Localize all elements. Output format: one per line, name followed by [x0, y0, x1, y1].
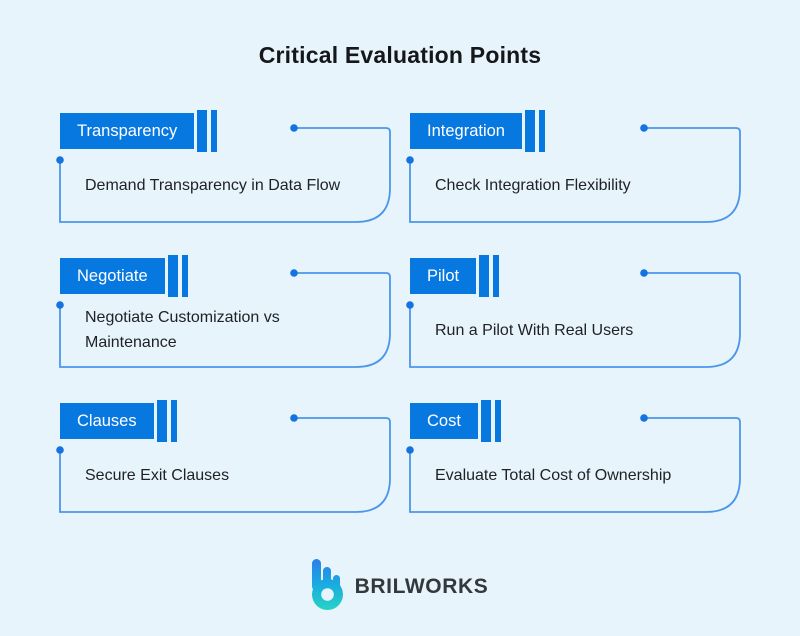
accent-bar-icon: [156, 400, 167, 442]
connector-dot: [406, 301, 414, 309]
connector-dot: [290, 269, 298, 277]
connector-dot: [640, 269, 648, 277]
page-title: Critical Evaluation Points: [258, 42, 542, 68]
chip-row: Transparency: [60, 110, 218, 152]
card-pilot: Pilot Run a Pilot With Real Users: [406, 255, 750, 390]
card-label-chip: Integration: [410, 113, 522, 149]
connector-dot: [290, 414, 298, 422]
connector-dot: [56, 301, 64, 309]
accent-bar-icon: [197, 110, 208, 152]
chip-row: Pilot: [410, 255, 500, 297]
card-description: Check Integration Flexibility: [435, 176, 631, 194]
connector-dot: [56, 156, 64, 164]
card-label-chip: Negotiate: [60, 258, 165, 294]
card-description: Run a Pilot With Real Users: [435, 321, 634, 339]
card-label-chip: Transparency: [60, 113, 195, 149]
connector-dot: [290, 124, 298, 132]
footer-brand: BRILWORKS: [0, 556, 800, 610]
chip-row: Cost: [410, 400, 501, 442]
connector-dot: [56, 446, 64, 454]
accent-bar-icon: [170, 400, 177, 442]
card-description: Evaluate Total Cost of Ownership: [435, 466, 672, 484]
card-transparency: Transparency Demand Transparency in Data…: [56, 110, 400, 245]
card-label-chip: Pilot: [410, 258, 477, 294]
card-description: Secure Exit Clauses: [85, 466, 230, 484]
connector-dot: [406, 156, 414, 164]
connector-dot: [406, 446, 414, 454]
chip-row: Negotiate: [60, 255, 188, 297]
brilworks-logo-icon: [311, 559, 343, 610]
accent-bar-icon: [538, 110, 545, 152]
card-description: Negotiate Customization vs Maintenance: [85, 309, 280, 351]
card-integration: Integration Check Integration Flexibilit…: [406, 110, 750, 245]
accent-bar-icon: [479, 255, 490, 297]
card-description: Demand Transparency in Data Flow: [85, 176, 341, 194]
card-label-chip: Clauses: [60, 403, 154, 439]
connector-dot: [640, 414, 648, 422]
connector-dot: [640, 124, 648, 132]
accent-bar-icon: [494, 400, 501, 442]
chip-row: Clauses: [60, 400, 177, 442]
card-cost: Cost Evaluate Total Cost of Ownership: [406, 400, 750, 535]
accent-bar-icon: [211, 110, 218, 152]
accent-bar-icon: [524, 110, 535, 152]
brand-name: BRILWORKS: [354, 575, 489, 598]
card-clauses: Clauses Secure Exit Clauses: [56, 400, 400, 535]
accent-bar-icon: [167, 255, 178, 297]
accent-bar-icon: [493, 255, 500, 297]
chip-row: Integration: [410, 110, 545, 152]
accent-bar-icon: [181, 255, 188, 297]
card-label-chip: Cost: [410, 403, 478, 439]
card-negotiate: Negotiate Negotiate Customization vs Mai…: [56, 255, 400, 390]
accent-bar-icon: [480, 400, 491, 442]
